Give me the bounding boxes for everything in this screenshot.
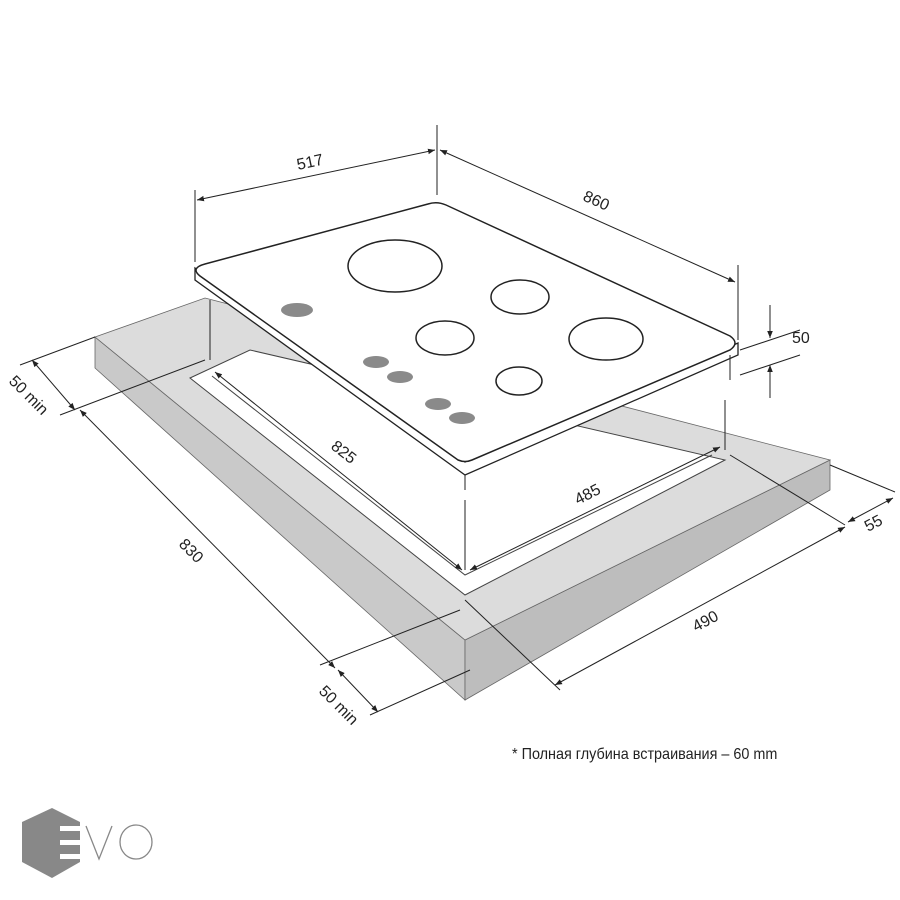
dim-50: 50 [792,330,810,347]
dim-860: 860 [580,188,611,214]
dim-830: 830 [175,536,206,567]
footnote: * Полная глубина встраивания – 60 mm [512,746,778,763]
burner [568,317,644,361]
dim-50-min-front: 50 min [315,683,361,729]
dim-50-min-back: 50 min [5,373,51,419]
dim-517: 517 [295,152,325,174]
dimension-lines [19,125,896,716]
burner [415,320,475,356]
burner-small [495,366,543,396]
dim-490: 490 [690,608,722,636]
evo-logo [22,808,153,878]
dim-55: 55 [862,512,886,535]
